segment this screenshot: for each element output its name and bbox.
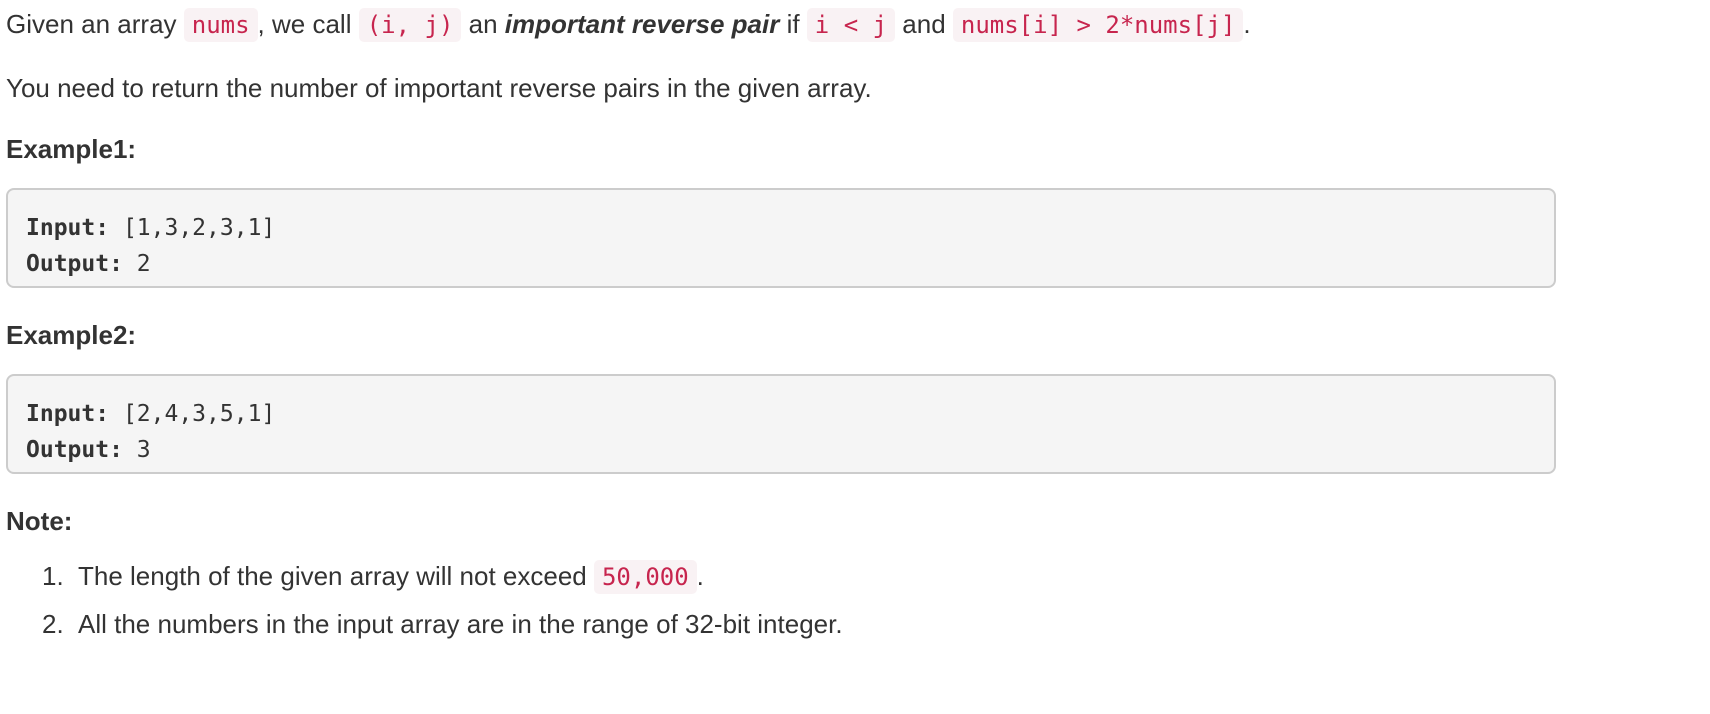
example2-input-value: [2,4,3,5,1] xyxy=(109,401,276,427)
note-list: 1. The length of the given array will not… xyxy=(6,556,843,652)
code-nums: nums xyxy=(183,8,258,42)
note-heading: Note: xyxy=(6,506,73,536)
intro-text-6: . xyxy=(1243,9,1251,39)
example1-heading: Example1: xyxy=(6,134,137,164)
note-item-2-text: All the numbers in the input array are i… xyxy=(78,609,843,639)
intro-text-4: if xyxy=(779,9,807,39)
example2-output-label: Output: xyxy=(26,437,123,463)
example2-heading: Example2: xyxy=(6,320,137,350)
example1-input-label: Input: xyxy=(26,215,110,241)
intro-text-1: Given an array xyxy=(6,9,184,39)
code-pair: (i, j) xyxy=(358,8,462,42)
example2-output-value: 3 xyxy=(122,437,151,463)
intro-text-3: an xyxy=(461,9,505,39)
note-item-1-number: 1. xyxy=(42,561,64,591)
example2-code-block: Input: [2,4,3,5,1] Output: 3 xyxy=(6,374,1556,474)
intro-text-5: and xyxy=(895,9,953,39)
note-item-2-number: 2. xyxy=(42,609,64,639)
intro-paragraph: Given an array nums, we call (i, j) an i… xyxy=(6,4,1251,45)
code-condition-index: i < j xyxy=(806,8,896,42)
example1-code-block: Input: [1,3,2,3,1] Output: 2 xyxy=(6,188,1556,288)
example1-output-label: Output: xyxy=(26,251,123,277)
example1-output-value: 2 xyxy=(122,251,151,277)
note-item-1-period: . xyxy=(696,561,704,591)
code-condition-value: nums[i] > 2*nums[j] xyxy=(952,8,1244,42)
example1-input-value: [1,3,2,3,1] xyxy=(109,215,276,241)
code-max-length: 50,000 xyxy=(593,560,697,594)
intro-text-2: , we call xyxy=(257,9,359,39)
note-item-2: 2. All the numbers in the input array are… xyxy=(6,604,843,652)
example2-input-label: Input: xyxy=(26,401,110,427)
task-paragraph: You need to return the number of importa… xyxy=(6,73,872,103)
note-item-1-text: The length of the given array will not e… xyxy=(78,561,594,591)
important-reverse-pair-term: important reverse pair xyxy=(504,9,780,39)
note-item-1: 1. The length of the given array will not… xyxy=(6,556,843,604)
